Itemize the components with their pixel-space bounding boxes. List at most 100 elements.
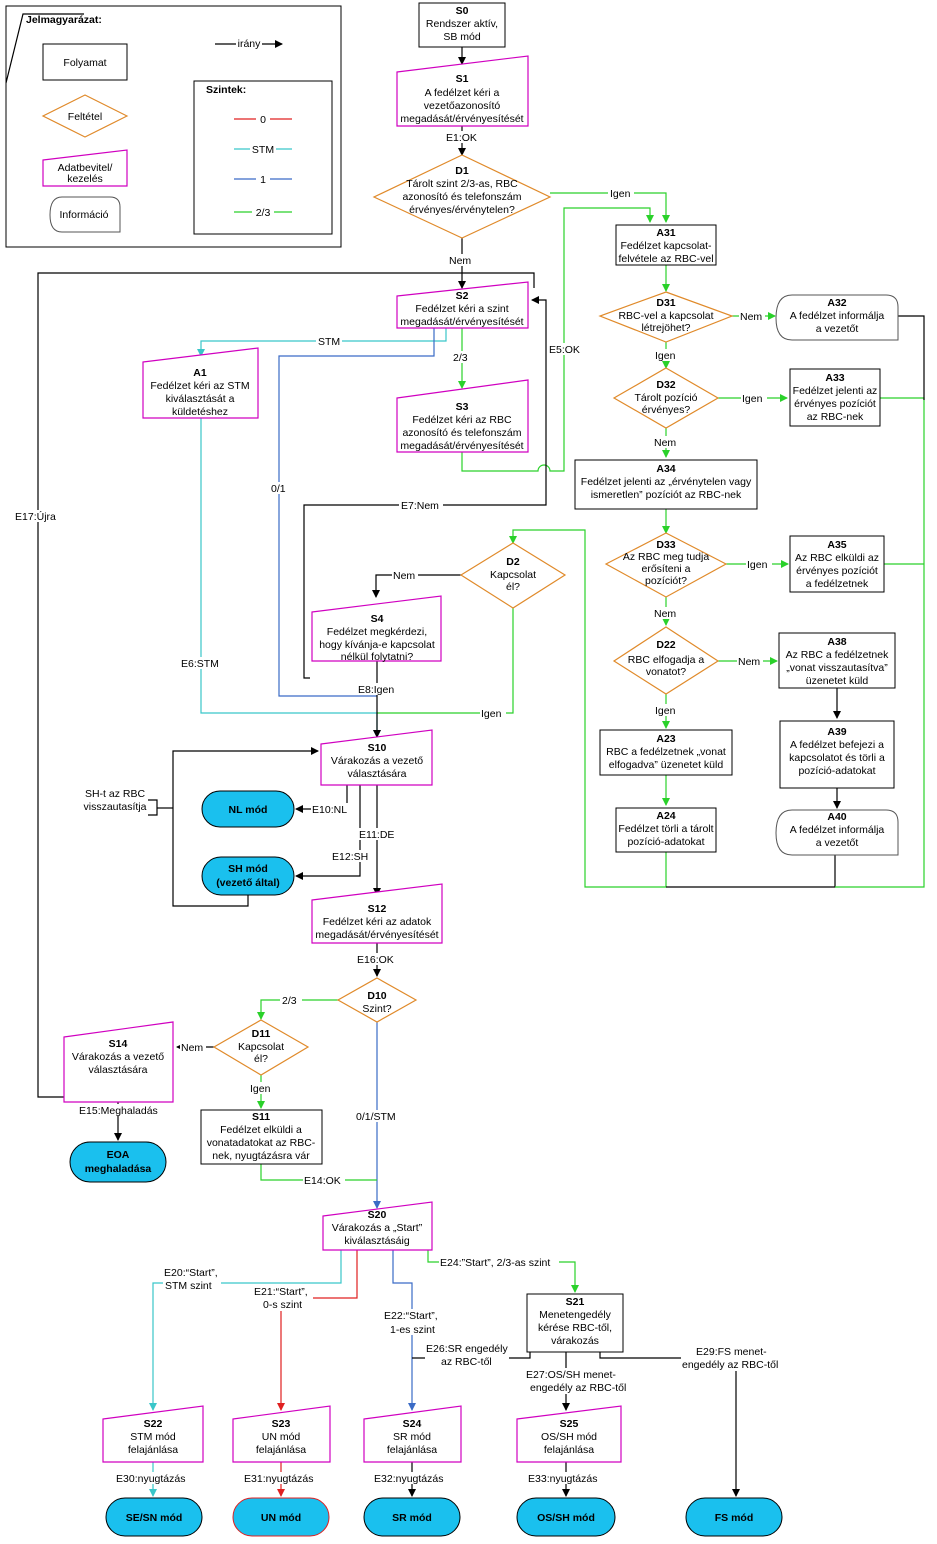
node-a32-id: A32 bbox=[827, 297, 846, 309]
node-s4-text: Fedélzet megkérdezi, bbox=[327, 626, 427, 638]
node-s24: S24 SR mód felajánlása bbox=[363, 1405, 462, 1463]
node-s12-id: S12 bbox=[368, 903, 387, 915]
node-s0: S0 Rendszer aktív, SB mód bbox=[418, 2, 506, 48]
node-a39-text: A fedélzet befejezi a bbox=[790, 739, 884, 751]
node-s23-id: S23 bbox=[272, 1418, 291, 1430]
node-a40-text: A fedélzet informálja bbox=[790, 824, 885, 836]
label-d22-nem: Nem bbox=[738, 656, 760, 668]
legend-title: Jelmagyarázat: bbox=[26, 14, 102, 26]
legend: Jelmagyarázat: Folyamat Feltétel Adatbev… bbox=[5, 5, 342, 248]
edge-label-e14: E14:OK bbox=[304, 1175, 341, 1187]
edge-d2-s10 bbox=[377, 608, 514, 714]
node-s2: S2 Fedélzet kéri a szint megadását/érvén… bbox=[396, 281, 529, 329]
terminal-eoa-label: meghaladása bbox=[85, 1163, 152, 1175]
label-d10-23: 2/3 bbox=[282, 995, 297, 1007]
node-a33-text: érvényes pozíciót bbox=[794, 398, 876, 410]
node-s3-text: Fedélzet kéri az RBC bbox=[412, 414, 512, 426]
node-d11: D11 Kapcsolat él? bbox=[212, 1019, 310, 1076]
node-a35-text: érvényes pozíciót bbox=[796, 565, 878, 577]
node-a31-text: Fedélzet kapcsolat- bbox=[620, 240, 712, 252]
connectors bbox=[37, 47, 925, 1497]
edge-label-e11: E11:DE bbox=[359, 829, 394, 841]
legend-input-shape bbox=[42, 149, 128, 187]
edge-a1-s10 bbox=[200, 418, 381, 738]
legend-input-label-1: Adatbevitel/ bbox=[58, 162, 113, 174]
edge-s21-fs bbox=[599, 1352, 740, 1497]
node-s4-id: S4 bbox=[371, 613, 384, 625]
node-s0-id: S0 bbox=[456, 5, 469, 17]
node-s12: S12 Fedélzet kéri az adatok megadását/ér… bbox=[311, 883, 443, 944]
node-s24-text: felajánlása bbox=[387, 1444, 437, 1456]
edge-label-e16: E16:OK bbox=[357, 954, 394, 966]
edge-a40-loop bbox=[666, 855, 836, 888]
node-s14: S14 Várakozás a vezető választására bbox=[63, 1021, 174, 1103]
terminal-nl: NL mód bbox=[201, 790, 295, 828]
node-d31-text: létrejöhet? bbox=[641, 322, 690, 334]
legend-process-label: Folyamat bbox=[63, 57, 106, 69]
edge-label-e32: E32:nyugtázás bbox=[374, 1473, 443, 1485]
label-d32-nem: Nem bbox=[654, 437, 676, 449]
node-a1-text: Fedélzet kéri az STM bbox=[150, 380, 249, 392]
node-a33-text: az RBC-nek bbox=[807, 411, 864, 423]
node-d2-text: Kapcsolat bbox=[490, 569, 536, 581]
node-d1: D1 Tárolt szint 2/3-as, RBC azonosító és… bbox=[372, 154, 552, 239]
edge-label-e29-line2: engedély az RBC-től bbox=[682, 1359, 778, 1371]
terminal-sesn: SE/SN mód bbox=[105, 1497, 203, 1537]
legend-levels-title: Szintek: bbox=[206, 84, 246, 96]
node-s22-id: S22 bbox=[144, 1418, 163, 1430]
node-s23: S23 UN mód felajánlása bbox=[232, 1405, 331, 1463]
edge-loop-d2 bbox=[509, 529, 667, 888]
node-a38-id: A38 bbox=[827, 636, 846, 648]
label-d2-igen: Igen bbox=[481, 708, 502, 720]
edge-label-e27: E27:OS/SH menet- bbox=[526, 1369, 616, 1381]
edge-s20-s24 bbox=[392, 1250, 416, 1411]
edge-label-e12: E12:SH bbox=[332, 851, 368, 863]
legend-level-0-label: 0 bbox=[260, 114, 266, 126]
node-a32-text: a vezetőt bbox=[816, 323, 859, 335]
label-d33-nem: Nem bbox=[654, 608, 676, 620]
node-a31-text: felvétele az RBC-vel bbox=[618, 253, 713, 265]
node-s23-text: UN mód bbox=[262, 1431, 301, 1443]
node-s1-text: megadását/érvényesítését bbox=[400, 113, 523, 125]
edge-s20-s23 bbox=[277, 1250, 358, 1411]
label-s2-stm: STM bbox=[318, 336, 340, 348]
node-s22-text: STM mód bbox=[130, 1431, 176, 1443]
node-s0-text: Rendszer aktív, bbox=[426, 18, 498, 30]
legend-input-label-2: kezelés bbox=[67, 173, 103, 185]
node-a35: A35 Az RBC elküldi az érvényes pozíciót … bbox=[789, 535, 885, 593]
legend-title-callout bbox=[5, 13, 84, 84]
node-a34-id: A34 bbox=[656, 463, 675, 475]
node-d10-text: Szint? bbox=[362, 1003, 391, 1015]
label-d10-01stm: 0/1/STM bbox=[356, 1111, 396, 1123]
node-s3-text: azonosító és telefonszám bbox=[402, 427, 521, 439]
edge-label-e8: E8:Igen bbox=[358, 684, 394, 696]
edge-labels: E1:OK Igen Nem STM 2/3 E5:OK 0/1 E7:Nem … bbox=[14, 131, 783, 1485]
node-d31-id: D31 bbox=[656, 297, 675, 309]
edge-label-e20-line2: STM szint bbox=[165, 1280, 212, 1292]
terminal-sh: SH mód (vezető által) bbox=[201, 856, 295, 896]
node-s25-text: OS/SH mód bbox=[541, 1431, 597, 1443]
node-d31: D31 RBC-vel a kapcsolat létrejöhet? bbox=[598, 291, 734, 343]
node-d1-text: azonosító és telefonszám bbox=[402, 191, 521, 203]
terminal-un: UN mód bbox=[232, 1497, 330, 1537]
edge-label-e24: E24:”Start”, 2/3-as szint bbox=[440, 1257, 550, 1269]
node-d2-id: D2 bbox=[506, 556, 520, 568]
edge-label-e6: E6:STM bbox=[181, 658, 219, 670]
legend-level-stm: STM bbox=[234, 142, 292, 156]
node-s1: S1 A fedélzet kéri a vezetőazonosító meg… bbox=[396, 55, 529, 127]
node-a33: A33 Fedélzet jelenti az érvényes pozíció… bbox=[789, 368, 881, 427]
node-s0-text: SB mód bbox=[443, 31, 481, 43]
node-d2-text: él? bbox=[506, 581, 520, 593]
edge-s10-sh bbox=[295, 785, 361, 880]
label-d32-igen: Igen bbox=[742, 393, 763, 405]
label-s2-23: 2/3 bbox=[453, 352, 468, 364]
node-s3-text: megadását/érvényesítését bbox=[400, 440, 523, 452]
node-s20: S20 Várakozás a „Start” kiválasztásáig bbox=[322, 1201, 433, 1251]
edge-label-e17: E17:Újra bbox=[15, 510, 56, 523]
legend-information-label: Információ bbox=[59, 209, 108, 221]
node-a33-id: A33 bbox=[825, 372, 844, 384]
edge-label-e22-line2: 1-es szint bbox=[390, 1324, 435, 1336]
node-a39-text: pozíció-adatokat bbox=[798, 765, 875, 777]
label-d33-igen: Igen bbox=[747, 559, 768, 571]
